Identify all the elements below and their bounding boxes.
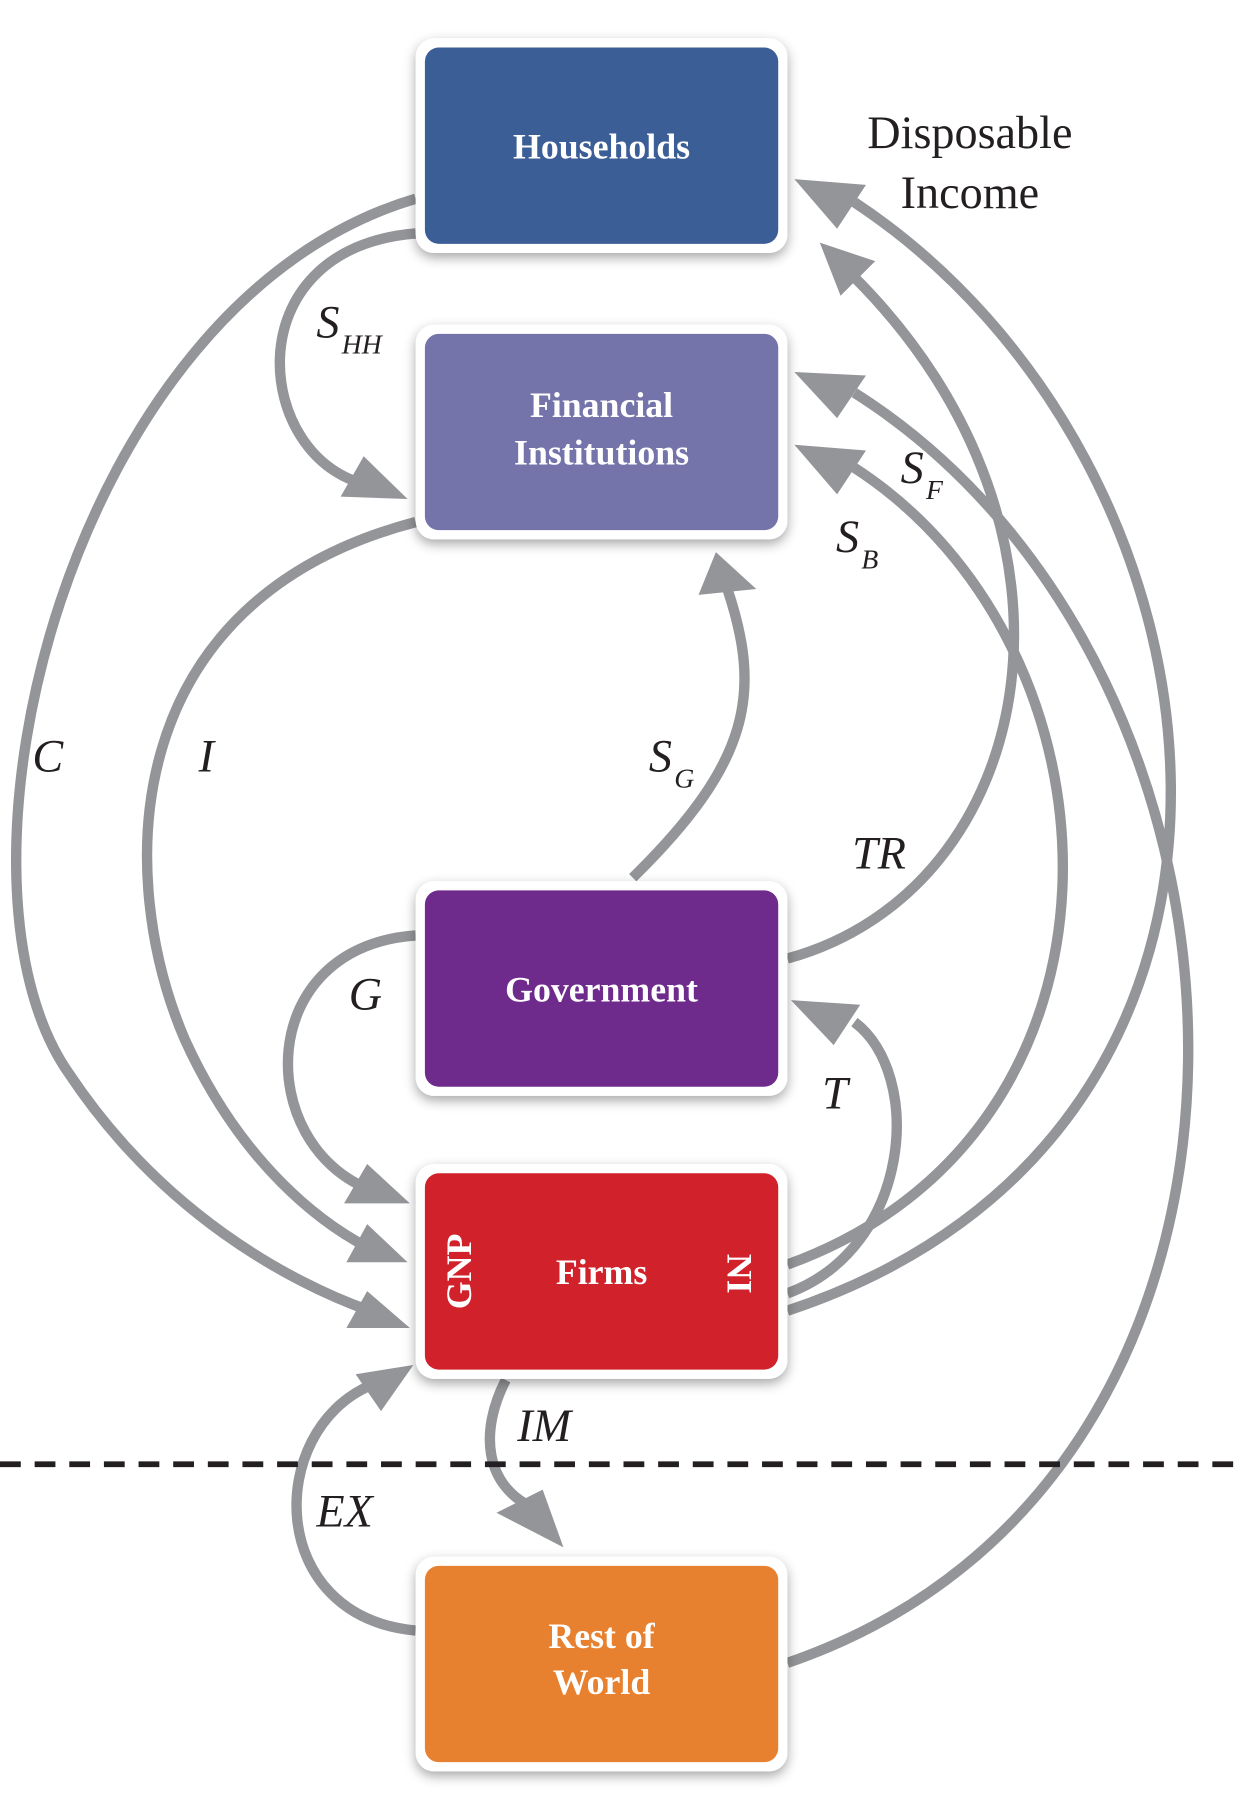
government-box[interactable]: Government (415, 881, 788, 1096)
gnp-label: GNP (439, 1234, 479, 1310)
arrow-sf-head (794, 371, 866, 419)
arrow-sb-head (794, 444, 866, 495)
financial-label-line2: Institutions (514, 432, 689, 472)
households-label: Households (513, 126, 690, 166)
svg-text:B: B (861, 543, 878, 574)
label-s-g: S G (649, 730, 694, 793)
disposable-income-label-line1: Disposable (867, 107, 1072, 158)
arrow-g (282, 930, 417, 1195)
flow-arrows (10, 179, 1194, 1668)
arrow-sf (785, 388, 1194, 1668)
label-s-b: S B (836, 511, 878, 574)
row-label-line2: World (553, 1662, 651, 1702)
arrow-shh (274, 228, 417, 491)
arrow-i-head (346, 1224, 408, 1263)
label-tr: TR (852, 827, 906, 878)
arrow-t (785, 1017, 902, 1299)
arrow-tr (786, 273, 1020, 964)
arrow-t-head (790, 1000, 861, 1046)
svg-text:S: S (649, 730, 672, 781)
rest-of-world-box[interactable]: Rest of World (415, 1556, 788, 1772)
financial-label-line1: Financial (530, 385, 673, 425)
label-s-hh: S HH (316, 296, 383, 359)
firms-box[interactable]: Firms GNP NI (415, 1164, 788, 1379)
arrow-shh-head (340, 456, 408, 499)
arrow-c (10, 193, 418, 1316)
disposable-income-label-line2: Income (901, 167, 1039, 218)
government-label: Government (505, 969, 698, 1009)
arrow-sg (629, 587, 750, 882)
financial-institutions-box[interactable]: Financial Institutions (415, 324, 788, 540)
svg-text:S: S (836, 511, 859, 562)
arrow-sg-head (698, 552, 757, 595)
label-g: G (349, 968, 382, 1019)
label-s-f: S F (901, 442, 944, 505)
label-t: T (822, 1068, 851, 1119)
svg-text:G: G (674, 763, 694, 794)
arrow-tr-head (819, 242, 876, 296)
label-ex: EX (315, 1486, 374, 1537)
arrow-im (484, 1377, 534, 1512)
arrow-ex-head (355, 1364, 414, 1412)
arrow-ex (291, 1381, 417, 1636)
arrow-g-head (344, 1164, 410, 1204)
households-box[interactable]: Households (415, 38, 788, 254)
row-label-line1: Rest of (548, 1616, 655, 1656)
firms-label: Firms (556, 1252, 647, 1292)
svg-text:S: S (316, 296, 339, 347)
svg-text:S: S (901, 442, 924, 493)
arrow-c-head (346, 1291, 410, 1329)
ni-label: NI (719, 1254, 759, 1294)
svg-text:F: F (925, 474, 944, 505)
arrow-disposable-income-head (794, 179, 866, 229)
arrow-disposable-income (785, 197, 1176, 1316)
arrow-im-head (496, 1489, 564, 1548)
label-im: IM (516, 1400, 573, 1451)
svg-text:HH: HH (341, 329, 384, 360)
label-c: C (32, 730, 64, 781)
label-i: I (198, 730, 217, 781)
arrow-i (141, 517, 417, 1252)
arrow-sb (785, 463, 1069, 1270)
